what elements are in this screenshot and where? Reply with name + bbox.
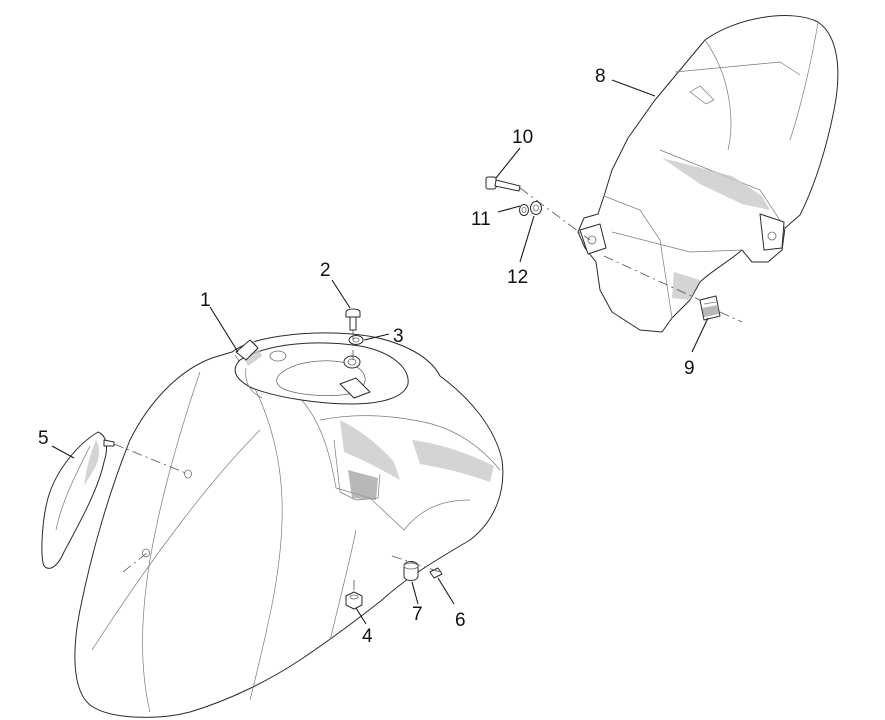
callout-7: 7	[412, 604, 423, 625]
callout-12: 12	[507, 267, 528, 288]
part-7-grommet	[403, 561, 419, 581]
callout-6: 6	[455, 610, 466, 631]
callout-4: 4	[362, 626, 373, 647]
callout-2: 2	[320, 260, 331, 281]
part-5-reflector	[41, 431, 115, 569]
part-1-front-mudguard	[74, 332, 504, 718]
callout-10: 10	[512, 127, 533, 148]
part-10-bolt	[485, 176, 521, 192]
part-3-washer	[348, 335, 364, 345]
part-4-nut	[345, 591, 363, 610]
callout-1: 1	[200, 290, 211, 311]
part-12-washer	[530, 201, 542, 215]
assembly-lines	[113, 187, 743, 594]
callout-5: 5	[38, 428, 49, 449]
callout-11: 11	[471, 209, 491, 230]
part-8-rear-mudguard	[577, 15, 839, 333]
part-11-washer	[519, 204, 529, 216]
callout-leaders	[51, 79, 709, 625]
callout-3: 3	[393, 326, 404, 347]
part-6-screw	[429, 567, 443, 579]
part-2-screw	[345, 308, 361, 331]
part-9-clip	[699, 295, 721, 321]
callout-9: 9	[684, 358, 695, 379]
callout-8: 8	[595, 66, 606, 87]
callout-labels: 1 2 3 4 5 6 7 8 9 10 11 12	[38, 66, 695, 647]
